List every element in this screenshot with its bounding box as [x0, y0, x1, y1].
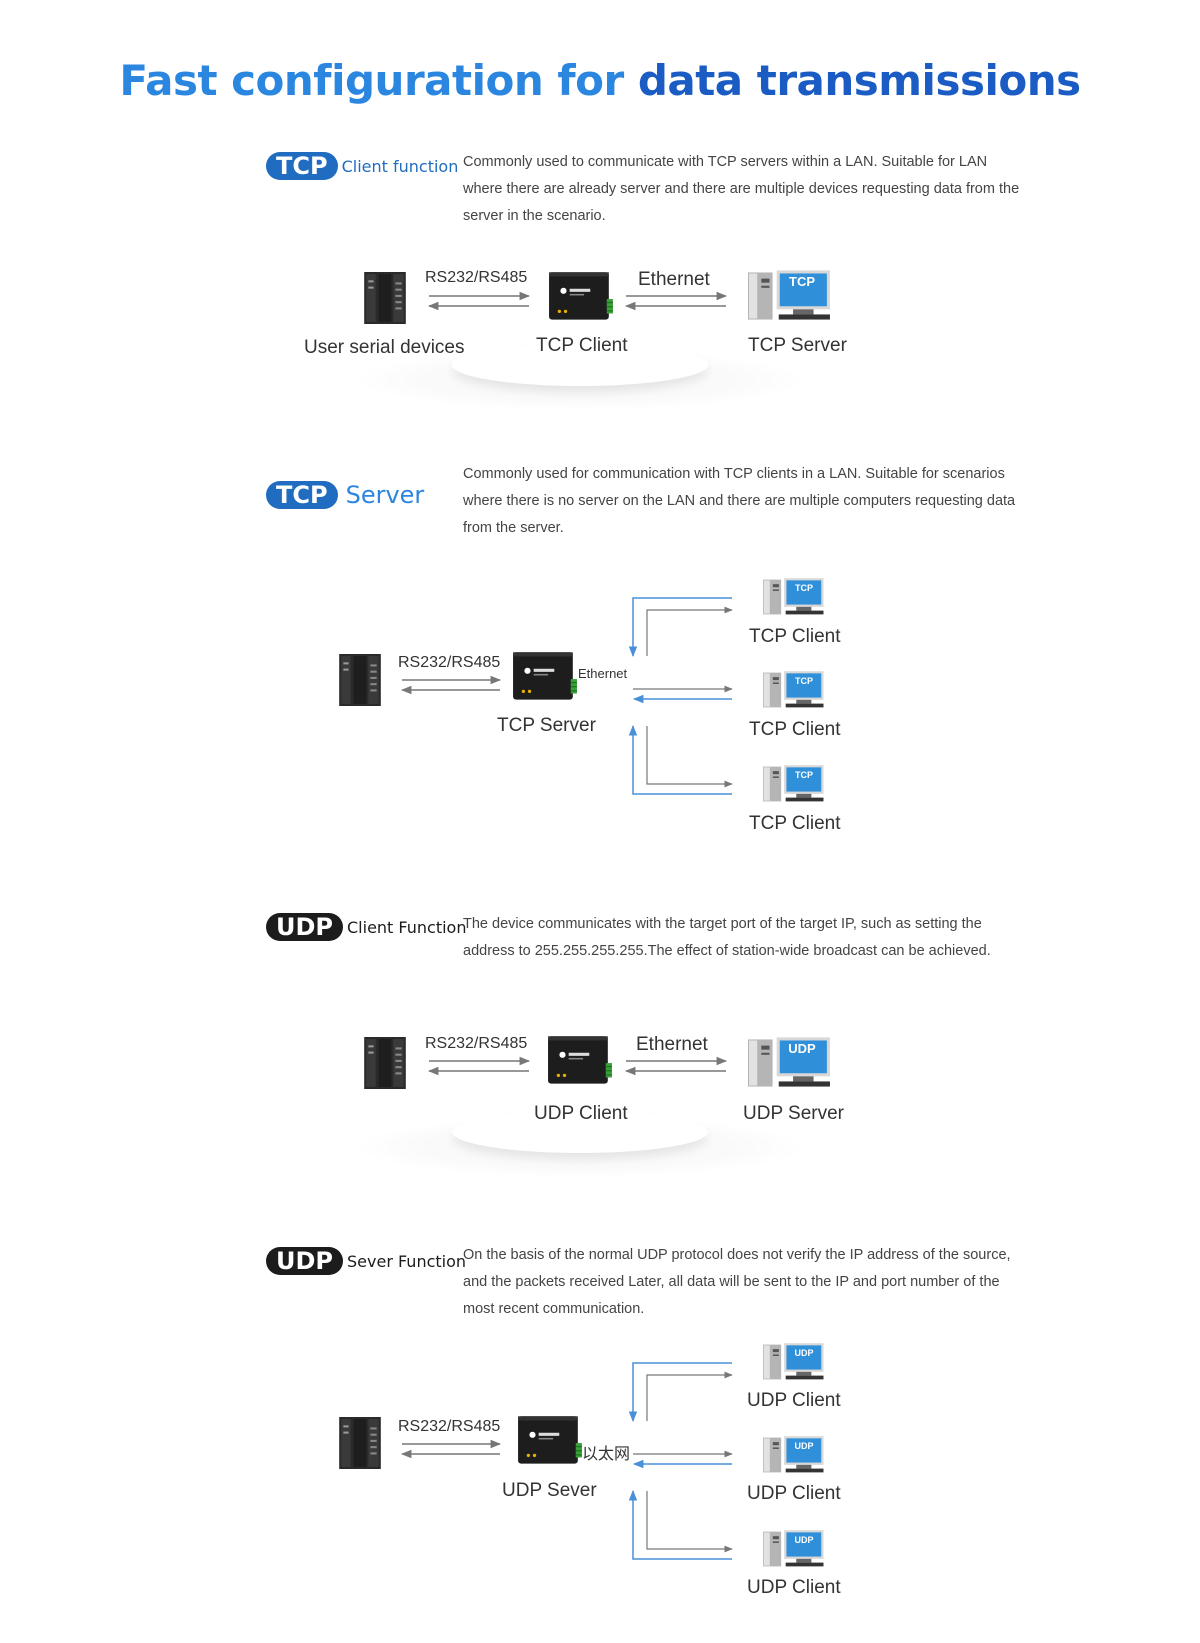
badge-label: Client Function — [347, 917, 467, 937]
serial-device-caption: User serial devices — [304, 337, 465, 358]
serial-arrows — [400, 675, 502, 695]
tcp-client-caption: TCP Client — [536, 335, 628, 356]
platform — [452, 344, 708, 386]
tcp-server-computer-icon: TCP — [748, 270, 832, 322]
ethernet-branch-arrows — [628, 597, 733, 795]
tcp-server-caption: TCP Server — [748, 335, 847, 356]
udp-server-computer-icon: UDP — [748, 1037, 832, 1089]
udp-client-computer-icon: UDP — [763, 1530, 825, 1568]
tcp-client-caption: TCP Client — [749, 626, 841, 647]
platform — [452, 1111, 708, 1153]
serial-label: RS232/RS485 — [425, 269, 528, 286]
udp-server-caption: UDP Server — [743, 1103, 845, 1124]
screen-text: TCP — [795, 770, 813, 780]
screen-text: UDP — [794, 1348, 814, 1358]
ethernet-label: Ethernet — [638, 269, 710, 290]
udp-client-caption: UDP Client — [747, 1483, 841, 1504]
udp-server-device-icon — [516, 1414, 584, 1468]
serial-device-icon — [339, 1417, 381, 1469]
ethernet-label: 以太网 — [582, 1446, 631, 1463]
ethernet-label: Ethernet — [636, 1034, 708, 1055]
ethernet-arrows — [624, 291, 728, 311]
tcp-client-computer-icon: TCP — [763, 578, 825, 616]
tcp-client-description: Commonly used to communicate with TCP se… — [463, 154, 1020, 224]
serial-device-icon — [364, 272, 406, 324]
protocol-pill: UDP — [266, 913, 343, 941]
protocol-pill: UDP — [266, 1247, 343, 1275]
tcp-client-device-icon — [547, 270, 615, 324]
tcp-server-device-icon — [511, 650, 579, 704]
badge-label: Server — [345, 481, 425, 509]
page-title: Fast configuration for data transmission… — [119, 56, 1081, 105]
tcp-server-caption: TCP Server — [497, 715, 596, 736]
serial-label: RS232/RS485 — [425, 1035, 528, 1052]
serial-label: RS232/RS485 — [398, 654, 501, 671]
udp-client-computer-icon: UDP — [763, 1436, 825, 1474]
udp-server-badge: UDP Sever Function — [266, 1247, 466, 1275]
udp-client-badge: UDP Client Function — [266, 913, 466, 941]
udp-client-description: The device communicates with the target … — [463, 916, 991, 959]
tcp-client-caption: TCP Client — [749, 813, 841, 834]
ethernet-arrows — [624, 1056, 728, 1076]
badge-label: Client function — [341, 156, 459, 176]
tcp-client-caption: TCP Client — [749, 719, 841, 740]
protocol-pill: TCP — [266, 152, 338, 180]
protocol-pill: TCP — [266, 481, 338, 509]
serial-arrows — [427, 1056, 531, 1076]
ethernet-branch-arrows — [628, 1362, 733, 1560]
screen-text: TCP — [789, 274, 815, 289]
screen-text: TCP — [795, 676, 813, 686]
udp-client-caption: UDP Client — [747, 1390, 841, 1411]
serial-device-icon — [339, 654, 381, 706]
serial-device-icon — [364, 1037, 406, 1089]
tcp-client-badge: TCP Client function — [266, 152, 458, 180]
tcp-client-computer-icon: TCP — [763, 671, 825, 709]
udp-client-device-icon — [546, 1034, 614, 1088]
screen-text: TCP — [795, 583, 813, 593]
serial-label: RS232/RS485 — [398, 1418, 501, 1435]
udp-client-caption: UDP Client — [534, 1103, 628, 1124]
tcp-server-badge: TCP Server — [266, 481, 424, 509]
tcp-server-description: Commonly used for communication with TCP… — [463, 466, 1016, 536]
serial-arrows — [400, 1439, 502, 1459]
screen-text: UDP — [794, 1441, 814, 1451]
badge-label: Sever Function — [347, 1251, 467, 1271]
screen-text: UDP — [788, 1041, 816, 1056]
ethernet-label: Ethernet — [578, 666, 628, 681]
udp-client-computer-icon: UDP — [763, 1343, 825, 1381]
screen-text: UDP — [794, 1535, 814, 1545]
udp-server-description: On the basis of the normal UDP protocol … — [463, 1247, 1011, 1317]
tcp-client-computer-icon: TCP — [763, 765, 825, 803]
udp-client-caption: UDP Client — [747, 1577, 841, 1598]
udp-server-caption: UDP Sever — [502, 1480, 597, 1501]
serial-arrows — [427, 291, 531, 311]
